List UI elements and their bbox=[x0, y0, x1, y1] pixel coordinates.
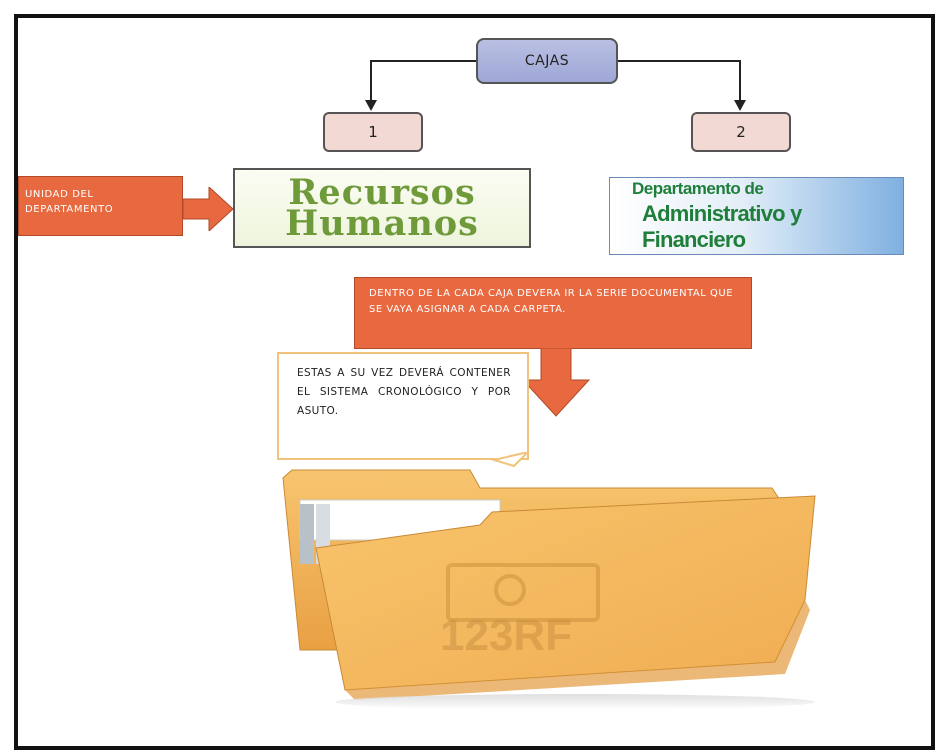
root-node-cajas: CAJAS bbox=[476, 38, 618, 84]
note-tail bbox=[490, 452, 530, 468]
departamento-de-text: Departamento de bbox=[632, 179, 764, 198]
departamento-financiero-logo: Departamento de Administrativo y Financi… bbox=[609, 177, 904, 255]
box-node-2: 2 bbox=[691, 112, 791, 152]
folder-shadow bbox=[335, 694, 815, 710]
connector-right bbox=[618, 60, 741, 104]
humanos-text: Humanos bbox=[285, 203, 479, 244]
box-node-1: 1 bbox=[323, 112, 423, 152]
watermark-logo bbox=[446, 563, 600, 622]
recursos-humanos-logo: Recursos Humanos bbox=[233, 168, 531, 248]
down-arrow-icon bbox=[521, 348, 591, 417]
administrativo-financiero-text: Administrativo y Financiero bbox=[642, 201, 802, 252]
arrowhead-left bbox=[365, 100, 377, 111]
folder-front bbox=[315, 495, 816, 691]
unit-arrow-icon bbox=[183, 187, 234, 231]
note-box: ESTAS A SU VEZ DEVERÁ CONTENER EL SISTEM… bbox=[277, 352, 529, 460]
arrowhead-right bbox=[734, 100, 746, 111]
connector-left bbox=[370, 60, 476, 104]
unit-label-box: UNIDAD DEL DEPARTAMENTO bbox=[18, 176, 183, 236]
recursos-text: Recursos bbox=[288, 172, 476, 213]
watermark-text: 123RF bbox=[440, 611, 572, 660]
callout-box: DENTRO DE LA CADA CAJA DEVERA IR LA SERI… bbox=[354, 277, 752, 349]
